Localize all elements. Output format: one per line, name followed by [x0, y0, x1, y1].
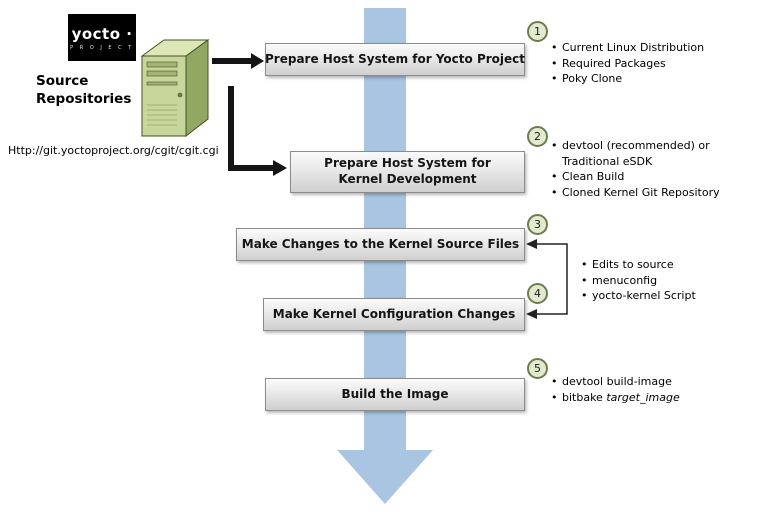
step-1-bullets: Current Linux Distribution Required Pack…	[549, 41, 757, 88]
bullet-item: bitbake target_image	[549, 391, 757, 406]
source-label-line2: Repositories	[36, 91, 132, 108]
bullet-item: menuconfig	[579, 274, 757, 289]
target-image-placeholder: target_image	[606, 390, 680, 404]
step-number-4: 4	[527, 283, 548, 304]
source-repositories-label: Source Repositories	[36, 72, 131, 108]
bullet-item: Current Linux Distribution	[549, 41, 757, 56]
bullet-item: Required Packages	[549, 57, 757, 72]
step-box-prepare-host-kernel: Prepare Host System for Kernel Developme…	[290, 151, 525, 193]
step-2-bullets: devtool (recommended) or Traditional eSD…	[549, 139, 741, 201]
computer-vents	[147, 104, 177, 126]
yocto-project-logo: yocto · P R O J E C T	[68, 14, 136, 61]
step-number-5: 5	[527, 358, 548, 379]
arrow-to-step2	[228, 86, 287, 176]
source-label-line1: Source	[36, 73, 89, 89]
bitbake-command: bitbake	[562, 390, 607, 404]
bullet-item: yocto-kernel Script	[579, 289, 757, 304]
computer-side-face	[185, 39, 209, 138]
computer-icon	[140, 39, 210, 138]
step-number-1: 1	[527, 21, 548, 42]
step-box-make-config-changes: Make Kernel Configuration Changes	[263, 298, 525, 331]
step-number-2: 2	[527, 126, 548, 147]
bullet-item: Edits to source	[579, 258, 757, 273]
bullet-item: Cloned Kernel Git Repository	[549, 186, 741, 201]
step-number-3: 3	[527, 214, 548, 235]
bullet-item: Clean Build	[549, 170, 741, 185]
arrow-to-step1	[212, 53, 264, 69]
bracket-steps-3-4	[526, 239, 568, 319]
step-box-prepare-host-yocto: Prepare Host System for Yocto Project	[265, 43, 525, 76]
bullet-item: devtool (recommended) or	[549, 139, 741, 154]
bullet-item: Poky Clone	[549, 72, 757, 87]
bullet-item-continuation: Traditional eSDK	[562, 154, 653, 168]
computer-drive-bay	[146, 70, 178, 77]
bullet-item: devtool build-image	[549, 375, 757, 390]
computer-drive-bay	[146, 61, 178, 68]
computer-power-button	[177, 92, 183, 98]
step-box-build-image: Build the Image	[265, 378, 525, 411]
logo-project-text: P R O J E C T	[70, 44, 134, 51]
computer-floppy-slot	[146, 81, 178, 86]
step-5-bullets: devtool build-image bitbake target_image	[549, 375, 757, 406]
step-box-make-source-changes: Make Changes to the Kernel Source Files	[236, 228, 525, 261]
repository-url: Http://git.yoctoproject.org/cgit/cgit.cg…	[8, 144, 219, 157]
steps-3-4-shared-bullets: Edits to source menuconfig yocto-kernel …	[579, 258, 757, 305]
logo-brand-text: yocto ·	[71, 24, 133, 43]
